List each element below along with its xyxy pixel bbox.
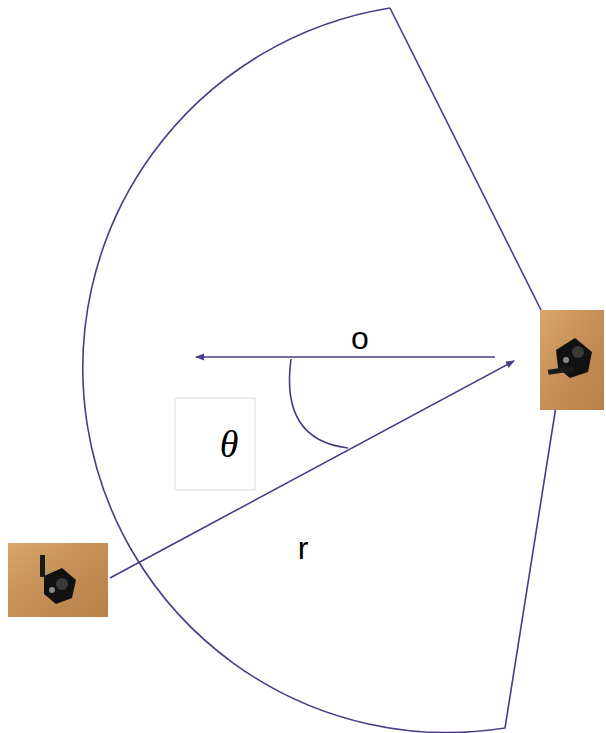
angle-symbol: θ bbox=[220, 425, 239, 463]
vector-label: r bbox=[298, 532, 309, 564]
vector-label: o bbox=[351, 322, 369, 354]
angle-arc bbox=[289, 359, 348, 448]
sector-outline bbox=[83, 8, 557, 733]
orientation-arrow bbox=[196, 356, 495, 358]
robot-photo bbox=[8, 543, 108, 617]
symbol-box bbox=[175, 398, 255, 490]
range-arrow bbox=[110, 361, 514, 578]
robot-photo bbox=[540, 310, 604, 410]
sector-edge bbox=[390, 8, 542, 312]
